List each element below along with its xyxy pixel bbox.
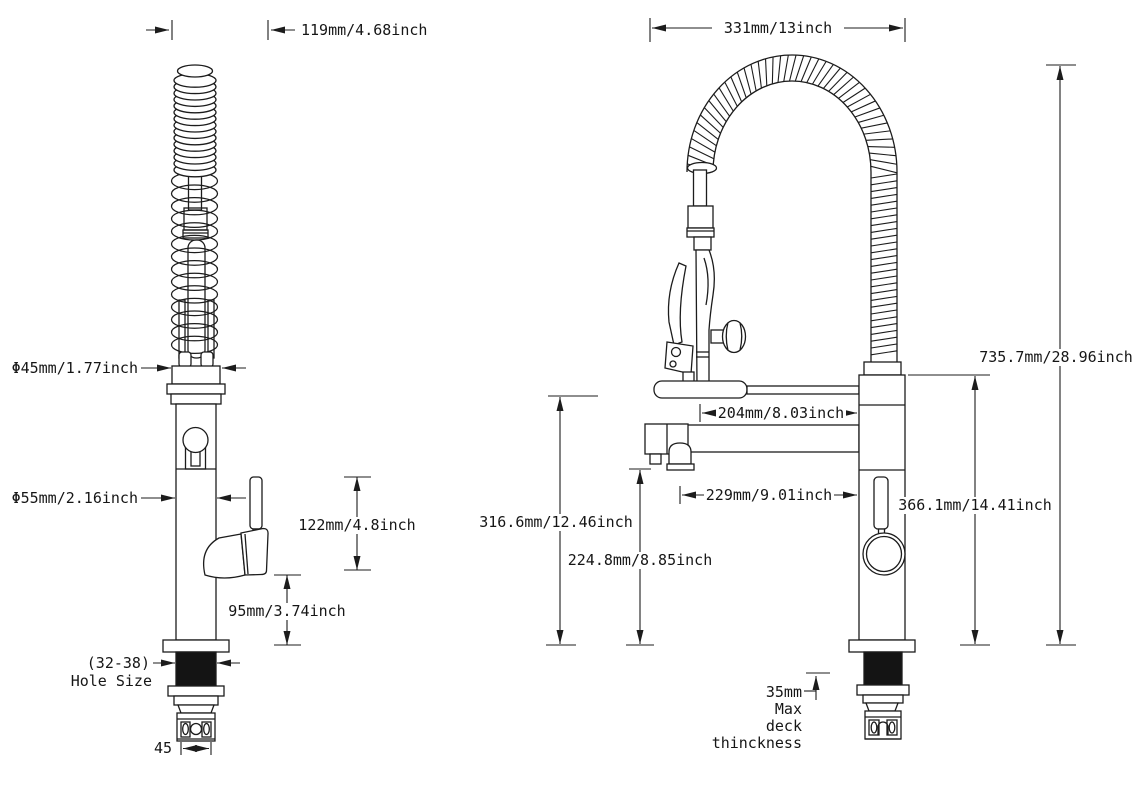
dim-label-body-height: 366.1mm/14.41inch	[898, 496, 1052, 514]
dim-label-body-diameter: Φ55mm/2.16inch	[12, 489, 138, 507]
dim-holder-reach: 204mm/8.03inch	[699, 404, 857, 422]
dim-label-shank-width: 45	[154, 739, 172, 757]
deck-label-line3: deck	[766, 717, 802, 735]
dim-holder-height: 316.6mm/12.46inch	[477, 395, 635, 646]
front-body	[175, 403, 217, 641]
hole-size-line2: Hole Size	[71, 672, 152, 690]
dim-label-spout-reach: 229mm/9.01inch	[706, 486, 832, 504]
side-spring-hose-arch	[686, 54, 898, 364]
front-base-and-shank	[162, 639, 230, 742]
dim-handle-to-deck: 95mm/3.74inch	[228, 574, 346, 646]
dim-label-head-diameter: Φ45mm/1.77inch	[12, 359, 138, 377]
side-view: 331mm/13inch 735.7mm/28.96inch 366.1mm/1…	[477, 18, 1133, 752]
dim-label-holder-reach: 204mm/8.03inch	[718, 404, 844, 422]
dim-overall-width: 331mm/13inch	[649, 18, 906, 42]
dim-body-diameter: Φ55mm/2.16inch	[12, 489, 246, 507]
dim-label-holder-height: 316.6mm/12.46inch	[479, 513, 633, 531]
side-spout-arm	[644, 423, 869, 471]
dim-overall-height: 735.7mm/28.96inch	[979, 64, 1133, 646]
dim-label-handle-height: 122mm/4.8inch	[298, 516, 415, 534]
front-handle-lever	[202, 476, 269, 579]
dim-spout-offset: 119mm/4.68inch	[146, 20, 427, 40]
dim-body-height: 366.1mm/14.41inch	[897, 374, 1053, 646]
hole-size-line1: (32-38)	[87, 654, 150, 672]
dim-shank-width: 45	[154, 739, 212, 757]
callout-hole-size: (32-38) Hole Size	[71, 654, 240, 690]
dim-label-spout-height: 224.8mm/8.85inch	[568, 551, 713, 569]
dim-handle-height: 122mm/4.8inch	[298, 476, 416, 571]
dim-label-spout-offset: 119mm/4.68inch	[301, 21, 427, 39]
dim-spout-height: 224.8mm/8.85inch	[566, 468, 714, 646]
dim-spout-reach: 229mm/9.01inch	[679, 486, 857, 504]
side-spray-head	[664, 161, 747, 387]
dim-label-overall-width: 331mm/13inch	[724, 19, 832, 37]
dim-label-handle-to-deck: 95mm/3.74inch	[228, 602, 345, 620]
front-view: 119mm/4.68inch Φ45mm/1.77inch Φ55mm/2.16…	[12, 20, 427, 757]
side-head-holder	[653, 380, 860, 399]
dim-head-diameter: Φ45mm/1.77inch	[12, 359, 246, 377]
side-base-and-shank	[848, 639, 916, 740]
side-body	[858, 361, 906, 641]
front-spring-lower-coil	[170, 171, 219, 355]
callout-deck-thickness: 35mm Max deck thinckness	[712, 672, 830, 752]
deck-label-line2: Max	[775, 700, 802, 718]
deck-label-line4: thinckness	[712, 734, 802, 752]
front-head-mount	[166, 351, 226, 405]
deck-label-line1: 35mm	[766, 683, 802, 701]
dim-label-overall-height: 735.7mm/28.96inch	[979, 348, 1133, 366]
front-spring-upper-coil	[173, 64, 217, 178]
